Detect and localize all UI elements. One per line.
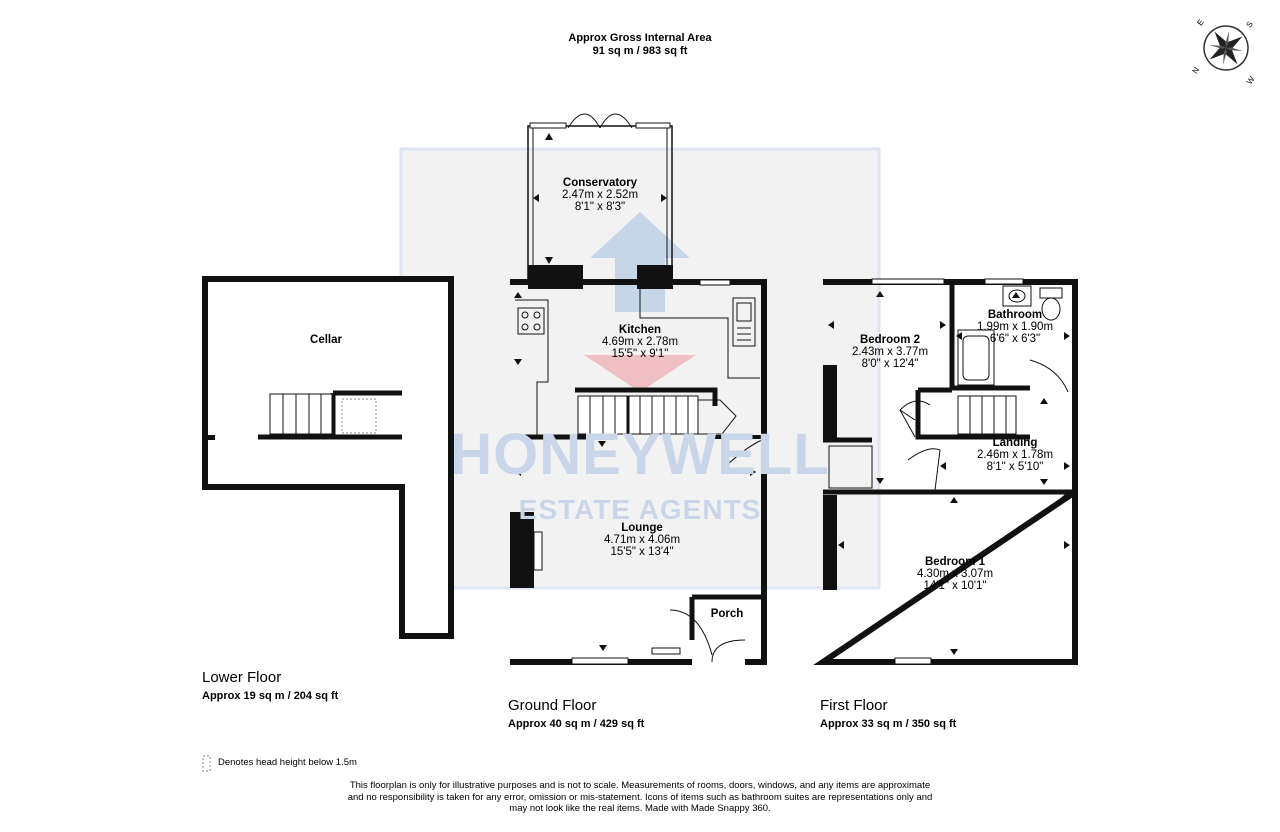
bathroom-metric: 1.99m x 1.90m: [976, 321, 1054, 333]
lounge-label: Lounge 4.71m x 4.06m 15'5" x 13'4": [582, 522, 702, 558]
hob-icon: [517, 307, 545, 335]
basin-icon: [1002, 285, 1032, 307]
lounge-name: Lounge: [621, 522, 663, 534]
conservatory-label: Conservatory 2.47m x 2.52m 8'1" x 8'3": [540, 177, 660, 213]
disclaimer-line-2: and no responsibility is taken for any e…: [347, 791, 933, 803]
landing-metric: 2.46m x 1.78m: [976, 449, 1054, 461]
conservatory-walls: [527, 113, 673, 283]
lower-floor-plan: [202, 276, 454, 639]
landing-label: Landing 2.46m x 1.78m 8'1" x 5'10": [960, 437, 1070, 473]
lounge-door: [727, 439, 763, 465]
bedroom2-label: Bedroom 2 2.43m x 3.77m 8'0" x 12'4": [830, 334, 950, 370]
bathroom-door: [1029, 359, 1069, 393]
kitchen-imperial: 15'5" x 9'1": [611, 348, 669, 360]
lounge-metric: 4.71m x 4.06m: [603, 534, 681, 546]
header-area: 91 sq m / 983 sq ft: [592, 45, 688, 57]
first-floor-area: Approx 33 sq m / 350 sq ft: [820, 718, 957, 730]
bedroom1-label: Bedroom 1 4.30m x 3.07m 14'1" x 10'1": [895, 556, 1015, 592]
ground-floor-area: Approx 40 sq m / 429 sq ft: [508, 718, 645, 730]
bathroom-name: Bathroom: [987, 309, 1043, 321]
airing-cupboard: [828, 445, 873, 489]
bedroom1-imperial: 14'1" x 10'1": [923, 580, 987, 592]
kitchen-units: [515, 285, 760, 436]
legend-swatch: [202, 755, 211, 772]
disclaimer-line-1: This floorplan is only for illustrative …: [349, 780, 931, 791]
compass-rose-icon: [1203, 25, 1249, 71]
cellar-walls: [202, 276, 454, 639]
porch-label: Porch: [710, 608, 744, 620]
bedroom1-door: [1029, 491, 1069, 523]
ground-floor-name: Ground Floor: [508, 697, 597, 714]
disclaimer-line-3: may not look like the real items. Made w…: [509, 803, 771, 814]
front-door: [711, 639, 746, 663]
lower-floor-area: Approx 19 sq m / 204 sq ft: [202, 690, 339, 702]
conservatory-imperial: 8'1" x 8'3": [574, 201, 626, 213]
landing-imperial: 8'1" x 5'10": [986, 461, 1044, 473]
bath-icon: [957, 329, 995, 386]
ground-stairs: [577, 395, 737, 435]
ground-floor-plan: [510, 113, 767, 665]
bathroom-imperial: 6'6" x 6'3": [989, 333, 1041, 345]
bedroom2-door: [907, 448, 941, 491]
bathroom-label: Bathroom 1.99m x 1.90m 6'6" x 6'3": [960, 309, 1070, 345]
bedroom2-imperial: 8'0" x 12'4": [861, 358, 919, 370]
bedroom2-metric: 2.43m x 3.77m: [851, 346, 929, 358]
first-floor-plan: [813, 278, 1078, 665]
sink-icon: [732, 297, 756, 347]
bedroom2-name: Bedroom 2: [859, 334, 921, 346]
first-floor-stairs: [899, 395, 1017, 438]
porch-door: [669, 609, 713, 656]
bedroom1-metric: 4.30m x 3.07m: [916, 568, 994, 580]
watermark-brand: HONEYWELL: [450, 422, 830, 487]
dimension-arrows: [514, 133, 1070, 655]
toilet-icon: [1039, 287, 1063, 321]
chimney-breast: [510, 512, 534, 588]
conservatory-name: Conservatory: [562, 177, 638, 189]
cellar-stairs: [269, 393, 333, 435]
watermark: [399, 147, 881, 590]
lower-floor-name: Lower Floor: [202, 669, 282, 686]
low-headroom-area: [341, 398, 377, 434]
disclaimer: This floorplan is only for illustrative …: [300, 780, 980, 815]
header-title: Approx Gross Internal Area: [568, 32, 712, 44]
conservatory-metric: 2.47m x 2.52m: [561, 189, 639, 201]
lounge-imperial: 15'5" x 13'4": [610, 546, 674, 558]
watermark-subtitle: ESTATE AGENTS: [518, 494, 762, 525]
legend-text: Denotes head height below 1.5m: [218, 757, 357, 768]
landing-name: Landing: [992, 437, 1038, 449]
bedroom1-name: Bedroom 1: [924, 556, 986, 568]
kitchen-name: Kitchen: [618, 324, 662, 336]
first-floor-name: First Floor: [820, 697, 888, 714]
cellar-label: Cellar: [310, 334, 342, 346]
kitchen-label: Kitchen 4.69m x 2.78m 15'5" x 9'1": [580, 324, 700, 360]
kitchen-metric: 4.69m x 2.78m: [601, 336, 679, 348]
